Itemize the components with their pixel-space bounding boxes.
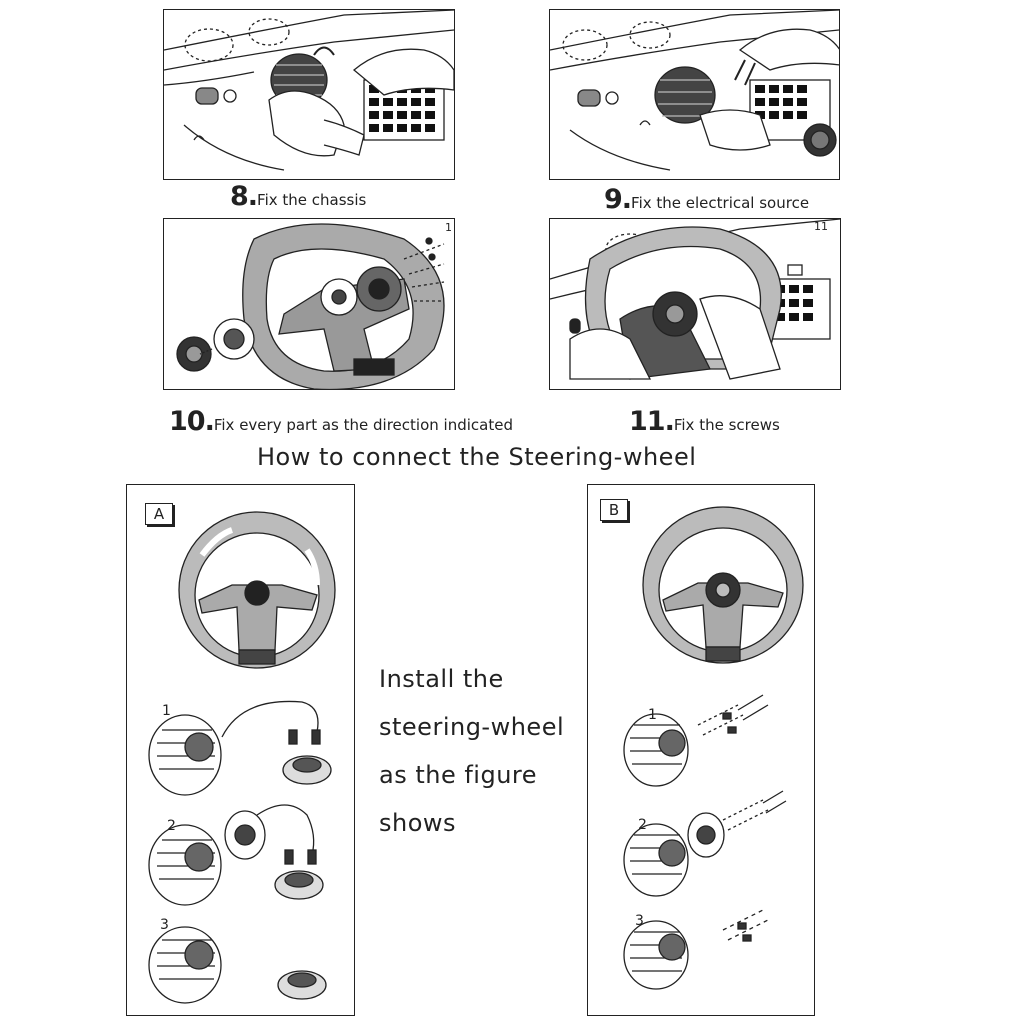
panel-badge: B: [600, 499, 628, 521]
sub-step-label: 3: [160, 917, 169, 933]
step-11-illustration: 11: [549, 218, 841, 390]
install-line-2: steering-wheel: [379, 713, 565, 741]
hand-left: [569, 328, 652, 380]
corner-mark: 1: [445, 221, 452, 234]
step-number: 10.: [169, 406, 215, 437]
steering-boss-hub: [654, 66, 716, 124]
install-line-4: shows: [379, 809, 457, 837]
section-heading: How to connect the Steering-wheel: [257, 443, 697, 471]
assembly-step-3: [623, 909, 769, 990]
install-line-3: as the figure: [379, 761, 538, 789]
assembly-step-3: [148, 926, 327, 1004]
step-number: 9.: [604, 184, 632, 215]
steering-wheel-drawing: [178, 511, 336, 669]
dashboard-outline: [164, 10, 454, 51]
hand-right: [699, 295, 781, 380]
steering-wheel-drawing: [642, 506, 804, 664]
hand-right: [352, 48, 454, 96]
assembly-step-2: [148, 804, 324, 906]
speedometer-gauge: [184, 28, 234, 62]
step-text: Fix the screws: [673, 416, 780, 434]
tachometer-gauge: [248, 18, 290, 46]
sub-step-label: 1: [162, 703, 171, 719]
panel-badge: A: [145, 503, 173, 525]
sub-step-label: 2: [638, 817, 647, 833]
step-number: 11.: [629, 406, 675, 437]
assembly-step-2: [623, 790, 787, 897]
step-10-illustration: 1: [163, 218, 455, 390]
step-11-caption: 11.Fix the screws: [629, 406, 780, 437]
step-8-caption: 8.Fix the chassis: [230, 181, 366, 212]
ignition-switch: [195, 87, 219, 105]
sub-step-label: 1: [648, 707, 657, 723]
panel-a: A: [126, 484, 355, 1016]
step-8-illustration: [163, 9, 455, 180]
step-text: Fix every part as the direction indicate…: [213, 416, 513, 434]
panel-b: B: [587, 484, 815, 1016]
assembly-step-1: [623, 694, 769, 787]
step-text: Fix the electrical source: [631, 194, 810, 212]
step-text: Fix the chassis: [257, 191, 367, 209]
assembly-step-1: [148, 700, 332, 796]
sub-step-label: 3: [635, 913, 644, 929]
step-10-caption: 10.Fix every part as the direction indic…: [169, 406, 513, 437]
step-number: 8.: [230, 181, 258, 212]
corner-mark: 11: [814, 220, 828, 233]
sub-step-label: 2: [167, 818, 176, 834]
install-line-1: Install the: [379, 665, 504, 693]
step-9-caption: 9.Fix the electrical source: [604, 184, 809, 215]
step-9-illustration: [549, 9, 840, 180]
